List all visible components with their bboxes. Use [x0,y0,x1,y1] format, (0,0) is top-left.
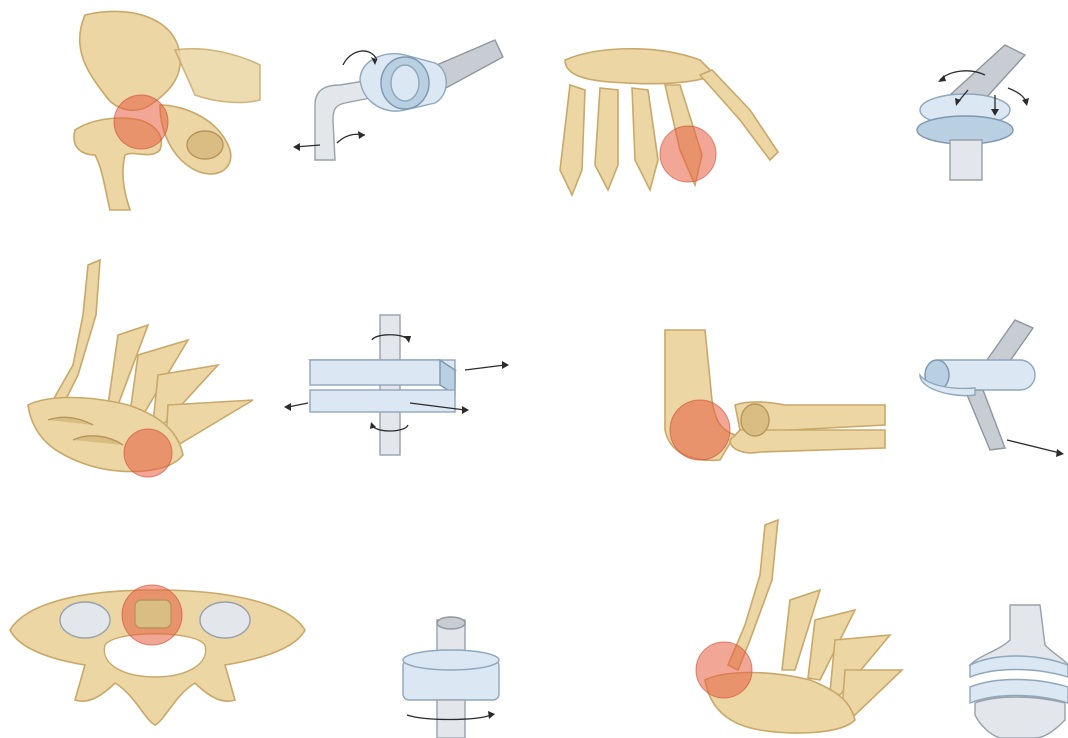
hinge-model [915,320,1065,460]
elbow-joint-illustration [660,330,890,465]
hand-carpal-joint-illustration [18,255,268,480]
hand-mcp-joint-illustration [540,40,780,205]
condyloid-model [910,40,1040,180]
saddle-model [965,605,1068,738]
pivot-model [395,615,505,738]
hip-joint-illustration [55,10,265,210]
atlas-vertebra-illustration [5,585,310,735]
plane-gliding-model [280,315,520,455]
ball-and-socket-model [285,35,505,165]
thumb-cmc-joint-illustration [690,520,905,735]
